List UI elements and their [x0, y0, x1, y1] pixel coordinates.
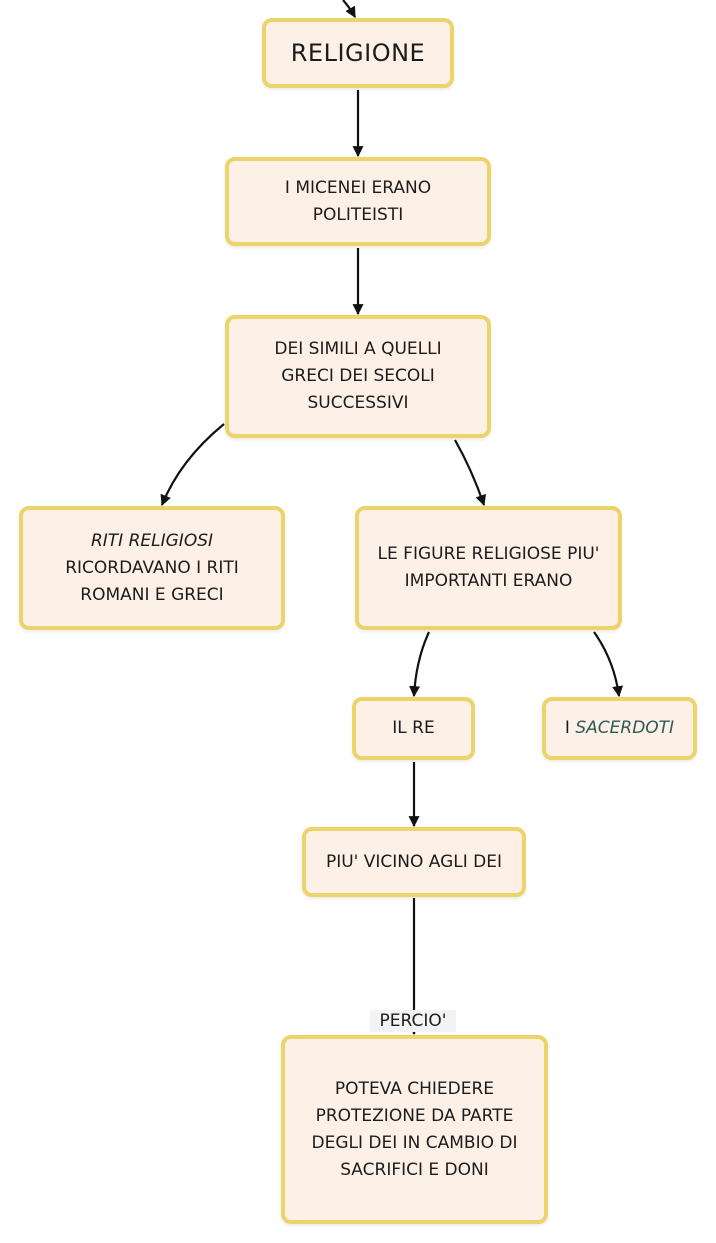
node-dei-simili[interactable]: DEI SIMILI A QUELLI GRECI DEI SECOLI SUC…: [225, 315, 491, 438]
node-micenei-line2: POLITEISTI: [312, 204, 404, 225]
node-piu-vicino[interactable]: PIU' VICINO AGLI DEI: [302, 827, 526, 897]
node-riti-line1: RITI RELIGIOSI: [90, 530, 214, 551]
node-figure-religiose[interactable]: LE FIGURE RELIGIOSE PIU' IMPORTANTI ERAN…: [355, 506, 622, 630]
node-vicino-text: PIU' VICINO AGLI DEI: [325, 851, 503, 872]
edge-label-percio: PERCIO': [370, 1010, 456, 1032]
node-figure-line1: LE FIGURE RELIGIOSE PIU': [377, 544, 600, 564]
node-riti-religiosi[interactable]: RITI RELIGIOSI RICORDAVANO I RITI ROMANI…: [19, 506, 285, 630]
node-dei-line3: SUCCESSIVI: [307, 393, 409, 413]
node-figure-line2: IMPORTANTI ERANO: [404, 571, 573, 591]
edge-incoming-top: [342, 0, 356, 18]
node-re-text: IL RE: [392, 718, 435, 738]
edge-dei-riti: [160, 423, 225, 507]
node-potere-line3: DEGLI DEI IN CAMBIO DI: [311, 1132, 518, 1153]
node-dei-line1: DEI SIMILI A QUELLI: [274, 339, 442, 359]
node-sacerdoti-prefix: I: [564, 718, 570, 738]
node-il-re[interactable]: IL RE: [352, 697, 475, 760]
node-religione-text: RELIGIONE: [290, 38, 426, 67]
node-religione[interactable]: RELIGIONE: [262, 18, 454, 88]
node-potere-line1: POTEVA CHIEDERE: [334, 1078, 495, 1099]
edge-figure-re: [409, 631, 430, 698]
node-micenei[interactable]: I MICENEI ERANO POLITEISTI: [225, 157, 491, 246]
edge-dei-figure: [454, 439, 486, 507]
node-riti-line3: ROMANI E GRECI: [80, 584, 224, 605]
node-dei-line2: GRECI DEI SECOLI: [281, 366, 435, 386]
node-potere-line2: PROTEZIONE DA PARTE: [315, 1105, 514, 1126]
node-micenei-line1: I MICENEI ERANO: [284, 177, 432, 198]
node-potere-line4: SACRIFICI E DONI: [340, 1159, 489, 1180]
node-sacerdoti[interactable]: I SACERDOTI: [542, 697, 697, 760]
node-riti-line2: RICORDAVANO I RITI: [65, 557, 239, 578]
edge-figure-sacerdoti: [593, 631, 624, 698]
node-sacerdoti-word: SACERDOTI: [575, 718, 675, 738]
node-poteva-chiedere[interactable]: POTEVA CHIEDERE PROTEZIONE DA PARTE DEGL…: [281, 1035, 548, 1224]
